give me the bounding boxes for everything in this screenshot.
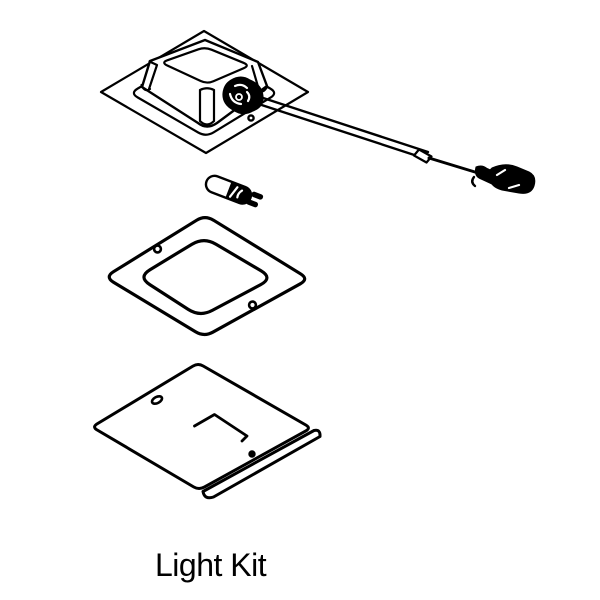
harness-ferrule (412, 148, 433, 164)
dome-left-post (140, 60, 159, 92)
dome-top-rim (163, 47, 248, 84)
square-trim-frame (107, 216, 307, 337)
panel-flange (201, 428, 322, 500)
frame-cutout (142, 239, 269, 316)
plate-screw-hole (247, 114, 255, 122)
frame-screw-hole-left (152, 244, 163, 254)
plug-body (488, 164, 536, 194)
bulb-base-highlight (228, 186, 244, 199)
panel-slot-hole (150, 394, 164, 406)
wedge-base-bulb (204, 174, 264, 208)
grommet-ring-highlight (235, 93, 243, 101)
bulb-pin-bottom (246, 199, 259, 208)
dome-front-post (198, 87, 216, 126)
harness-sheath (249, 93, 430, 160)
panel-tab-cutline (193, 413, 249, 443)
panel-pin-hole (248, 450, 256, 458)
lens-cover-panel (93, 363, 322, 500)
wire-grommet (222, 76, 264, 115)
grommet-highlights (228, 83, 251, 106)
plug-tail (471, 175, 477, 188)
light-housing-assembly (99, 29, 310, 155)
bulb-pin-top (251, 191, 264, 200)
panel-face (93, 363, 310, 491)
diagram-caption: Light Kit (155, 547, 267, 583)
frame-screw-hole-right (247, 300, 258, 310)
plug-highlights (495, 168, 521, 190)
frame-outer-edge (107, 216, 307, 337)
mounting-plate-outline (99, 29, 310, 155)
wiring-harness-plug (249, 93, 536, 194)
